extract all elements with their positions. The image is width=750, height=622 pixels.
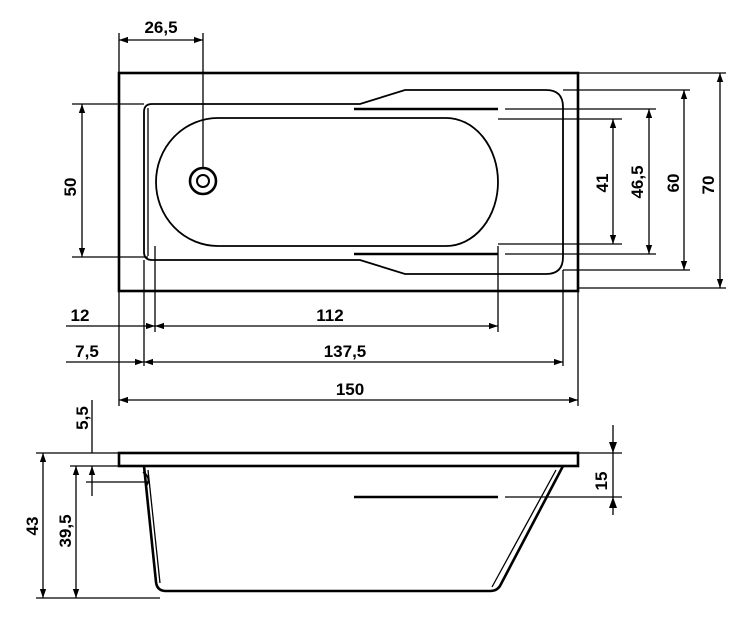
dim-outer-width: 70 bbox=[699, 176, 718, 195]
side-drain bbox=[142, 471, 150, 487]
dim-inner-width: 50 bbox=[61, 178, 80, 197]
dim-total-height: 43 bbox=[23, 517, 42, 536]
dim-left-offset-inner: 7,5 bbox=[75, 342, 99, 361]
dim-basin-width: 41 bbox=[593, 174, 612, 193]
side-dimensions: 5,5 43 39,5 15 bbox=[23, 400, 622, 599]
dim-rim-thickness: 5,5 bbox=[73, 406, 92, 430]
side-inner-contour bbox=[147, 469, 557, 588]
dim-rim-inner-width: 46,5 bbox=[628, 165, 647, 198]
dim-basin-length: 112 bbox=[316, 306, 343, 325]
side-rim bbox=[117, 451, 580, 468]
dim-outer-length: 150 bbox=[336, 380, 364, 399]
inner-rim-outline bbox=[143, 89, 564, 275]
dim-inner-length: 137,5 bbox=[324, 342, 367, 361]
side-body bbox=[142, 465, 565, 593]
outer-rim bbox=[117, 71, 580, 293]
drain-inner-ring bbox=[196, 174, 210, 188]
dim-side-height: 15 bbox=[592, 472, 611, 491]
drain-outer-ring bbox=[188, 166, 218, 196]
top-dimensions: 26,5 50 41 46,5 60 70 bbox=[61, 18, 726, 406]
dim-left-offset-basin: 12 bbox=[71, 306, 90, 325]
side-view bbox=[117, 451, 580, 593]
dim-inner-top-width: 60 bbox=[664, 174, 683, 193]
dim-drain-offset: 26,5 bbox=[144, 18, 177, 37]
dim-inner-depth: 39,5 bbox=[56, 514, 75, 547]
top-view bbox=[117, 71, 580, 293]
basin-outline bbox=[155, 117, 499, 247]
